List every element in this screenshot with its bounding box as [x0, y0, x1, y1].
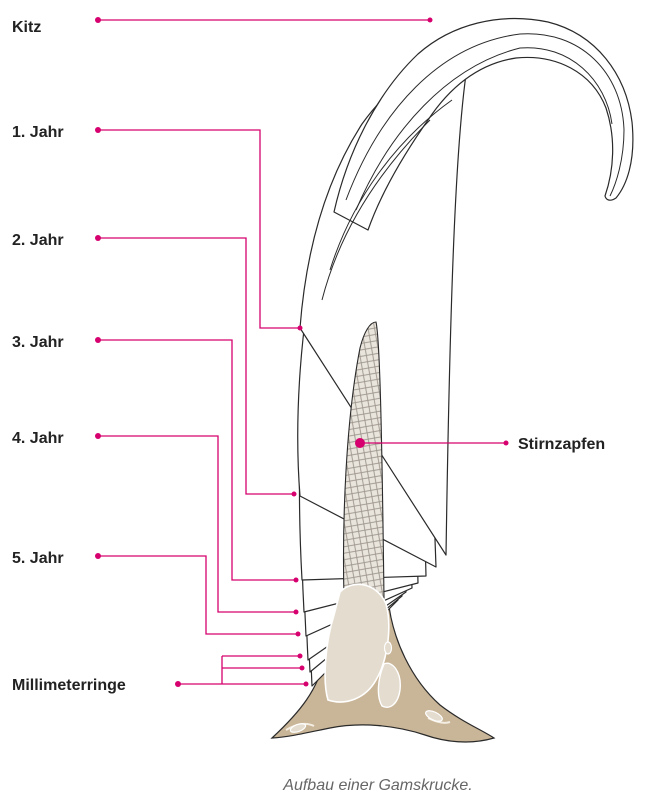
leader-mm-end-2	[300, 666, 305, 671]
leader-kitz-end	[428, 18, 433, 23]
figure-caption: Aufbau einer Gamskrucke.	[282, 777, 472, 794]
leader-year1-end	[298, 326, 303, 331]
leader-stirnzapfen-end	[504, 441, 509, 446]
label-year-2: 2. Jahr	[12, 232, 64, 249]
label-year-4: 4. Jahr	[12, 430, 64, 447]
leader-year4-start	[95, 433, 101, 439]
leader-mm-end-1	[298, 654, 303, 659]
leader-year1-start	[95, 127, 101, 133]
leader-millimeterringe	[178, 656, 306, 684]
leader-stirnzapfen-start	[355, 438, 365, 448]
leader-mm-start	[175, 681, 181, 687]
leader-year5-start	[95, 553, 101, 559]
leader-year3	[98, 340, 296, 580]
leader-year4-end	[294, 610, 299, 615]
leader-year2-end	[292, 492, 297, 497]
label-year-1: 1. Jahr	[12, 124, 64, 141]
bone-cavity-1	[378, 663, 400, 707]
label-millimeterringe: Millimeterringe	[12, 677, 126, 694]
label-year-5: 5. Jahr	[12, 550, 64, 567]
leader-mm-end-3	[304, 682, 309, 687]
leader-kitz-start	[95, 17, 101, 23]
bone-cavity-2	[385, 642, 392, 654]
label-year-3: 3. Jahr	[12, 334, 64, 351]
leader-year3-start	[95, 337, 101, 343]
horn-sheath-kitz	[334, 19, 633, 230]
leader-year2-start	[95, 235, 101, 241]
label-kitz: Kitz	[12, 19, 41, 36]
leader-year5-end	[296, 632, 301, 637]
leader-year1	[98, 130, 300, 328]
leader-year2	[98, 238, 294, 494]
label-stirnzapfen: Stirnzapfen	[518, 436, 605, 453]
leader-year3-end	[294, 578, 299, 583]
leader-year4	[98, 436, 296, 612]
leader-year5	[98, 556, 298, 634]
